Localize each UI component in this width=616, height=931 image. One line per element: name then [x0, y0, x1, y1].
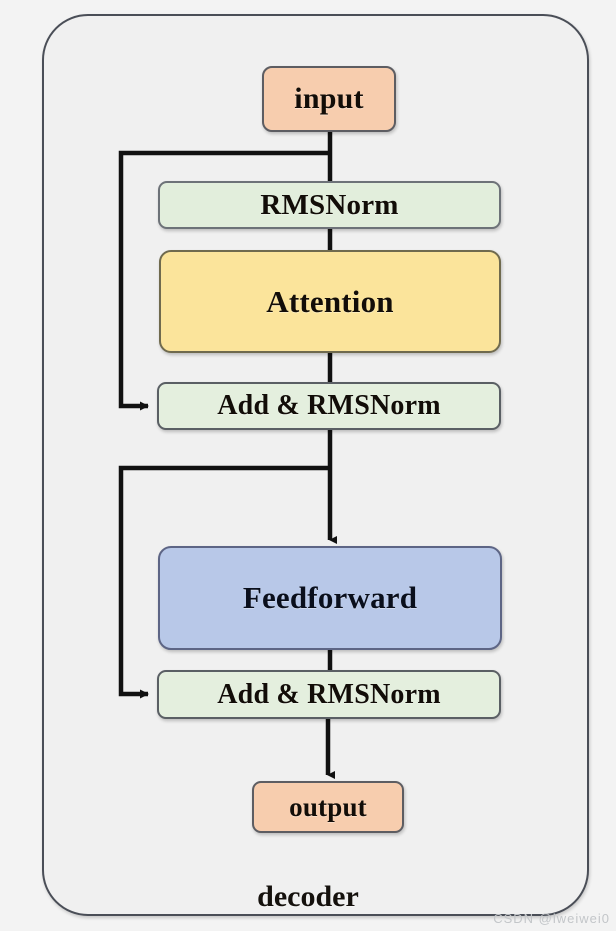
node-feedforward[interactable]: Feedforward [158, 546, 502, 650]
node-add-rmsnorm-2-label: Add & RMSNorm [217, 678, 441, 710]
node-rmsnorm-label: RMSNorm [260, 188, 399, 221]
node-output[interactable]: output [252, 781, 404, 833]
node-attention[interactable]: Attention [159, 250, 501, 353]
node-add-rmsnorm-2[interactable]: Add & RMSNorm [157, 670, 501, 719]
node-output-label: output [289, 791, 367, 822]
node-rmsnorm[interactable]: RMSNorm [158, 181, 501, 229]
node-input[interactable]: input [262, 66, 396, 132]
watermark: CSDN @lweiwei0 [493, 911, 610, 926]
node-feedforward-label: Feedforward [242, 580, 418, 615]
node-add-rmsnorm-1[interactable]: Add & RMSNorm [157, 382, 501, 430]
node-attention-label: Attention [266, 283, 394, 319]
node-input-label: input [294, 82, 364, 115]
decoder-caption: decoder [257, 880, 359, 913]
node-add-rmsnorm-1-label: Add & RMSNorm [217, 390, 441, 421]
